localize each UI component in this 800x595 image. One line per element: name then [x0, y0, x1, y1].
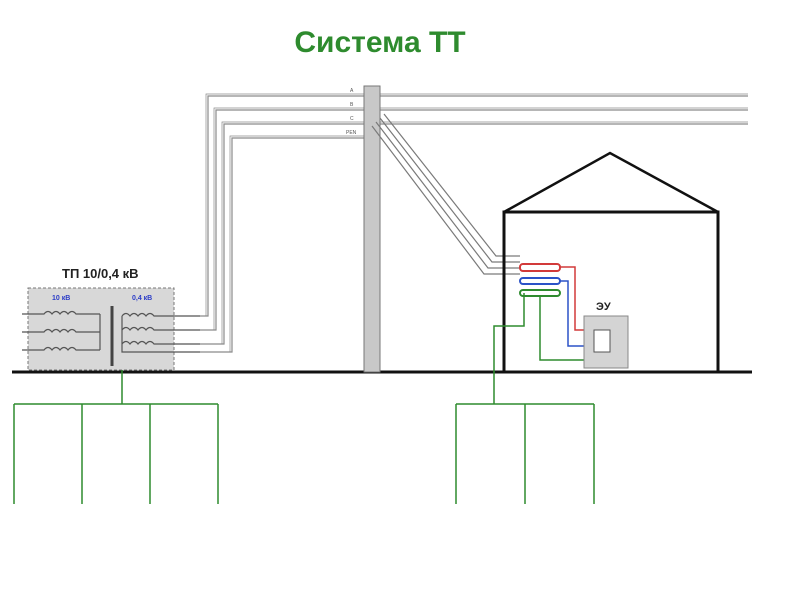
building-earth-lead: [493, 293, 525, 404]
phase-a-mark: A: [350, 88, 354, 94]
device-terminal: [593, 329, 611, 353]
pe-busbar: [519, 289, 561, 297]
building-earthing-grid: [455, 403, 595, 504]
substation-box: [27, 287, 175, 371]
substation-earthing-grid: [13, 403, 219, 504]
overhead-line: [200, 93, 748, 353]
lv-voltage-label: 0,4 кВ: [132, 295, 152, 302]
phase-b-mark: B: [350, 102, 354, 108]
phase-c-mark: C: [350, 116, 354, 122]
hv-voltage-label: 10 кВ: [52, 295, 70, 302]
neutral-busbar: [519, 277, 561, 285]
hv-windings: [22, 310, 101, 351]
utility-pole: [363, 85, 381, 373]
distribution-bars: [519, 263, 561, 297]
building-walls: [502, 210, 720, 374]
line-markers: A B C PEN: [346, 88, 357, 136]
device-label: ЭУ: [596, 301, 611, 313]
electrical-installation: ЭУ: [583, 301, 629, 369]
phase-busbar: [519, 263, 561, 272]
diagram-title: Система ТТ: [294, 26, 466, 59]
lv-windings: [121, 312, 200, 353]
substation-label: ТП 10/0,4 кВ: [62, 266, 139, 281]
service-drop: [371, 113, 520, 275]
pen-mark: PEN: [346, 130, 357, 136]
building-roof: [503, 151, 719, 214]
building: [502, 151, 720, 374]
substation: ТП 10/0,4 кВ 10 кВ 0,4 кВ: [22, 266, 200, 404]
